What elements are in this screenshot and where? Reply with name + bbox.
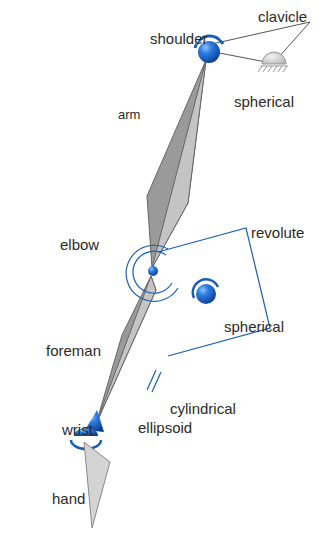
elbow-joint — [148, 266, 158, 276]
part-label: elbow — [60, 236, 99, 253]
revolute-arc — [126, 245, 178, 301]
ground-line — [260, 66, 288, 67]
part-label: ellipsoid — [138, 419, 192, 436]
clavicle-line — [212, 22, 310, 44]
hatch-stroke — [283, 66, 287, 72]
clavicle-line — [278, 22, 310, 58]
part-label: hand — [52, 490, 85, 507]
spherical-joint — [196, 284, 216, 304]
part-label: clavicle — [258, 8, 307, 25]
part-label: shoulder — [150, 30, 208, 47]
clavicle-link — [212, 22, 310, 62]
arm-link — [147, 60, 206, 268]
forearm-link-face — [96, 276, 156, 424]
hatch-stroke — [273, 66, 277, 72]
hatch-stroke — [278, 66, 282, 72]
part-label: foreman — [46, 342, 101, 359]
part-label: spherical — [224, 318, 284, 335]
forearm-link — [96, 276, 156, 424]
clavicle-line — [214, 52, 266, 62]
ground-hatch — [258, 66, 287, 72]
part-label: arm — [118, 106, 140, 123]
hand-link — [84, 442, 110, 528]
hatch-stroke — [268, 66, 272, 72]
part-label: cylindrical — [170, 400, 236, 417]
part-label: spherical — [234, 93, 294, 110]
ground-joint — [262, 52, 286, 64]
ground-symbol — [258, 52, 288, 72]
joint-bracket — [158, 228, 270, 356]
hatch-stroke — [258, 66, 262, 72]
part-label: revolute — [251, 224, 304, 241]
hatch-stroke — [263, 66, 267, 72]
revolute-arc — [133, 251, 172, 293]
cylindrical-symbol — [152, 372, 161, 392]
arm-link-face — [152, 60, 206, 268]
part-label: wrist — [62, 421, 93, 438]
